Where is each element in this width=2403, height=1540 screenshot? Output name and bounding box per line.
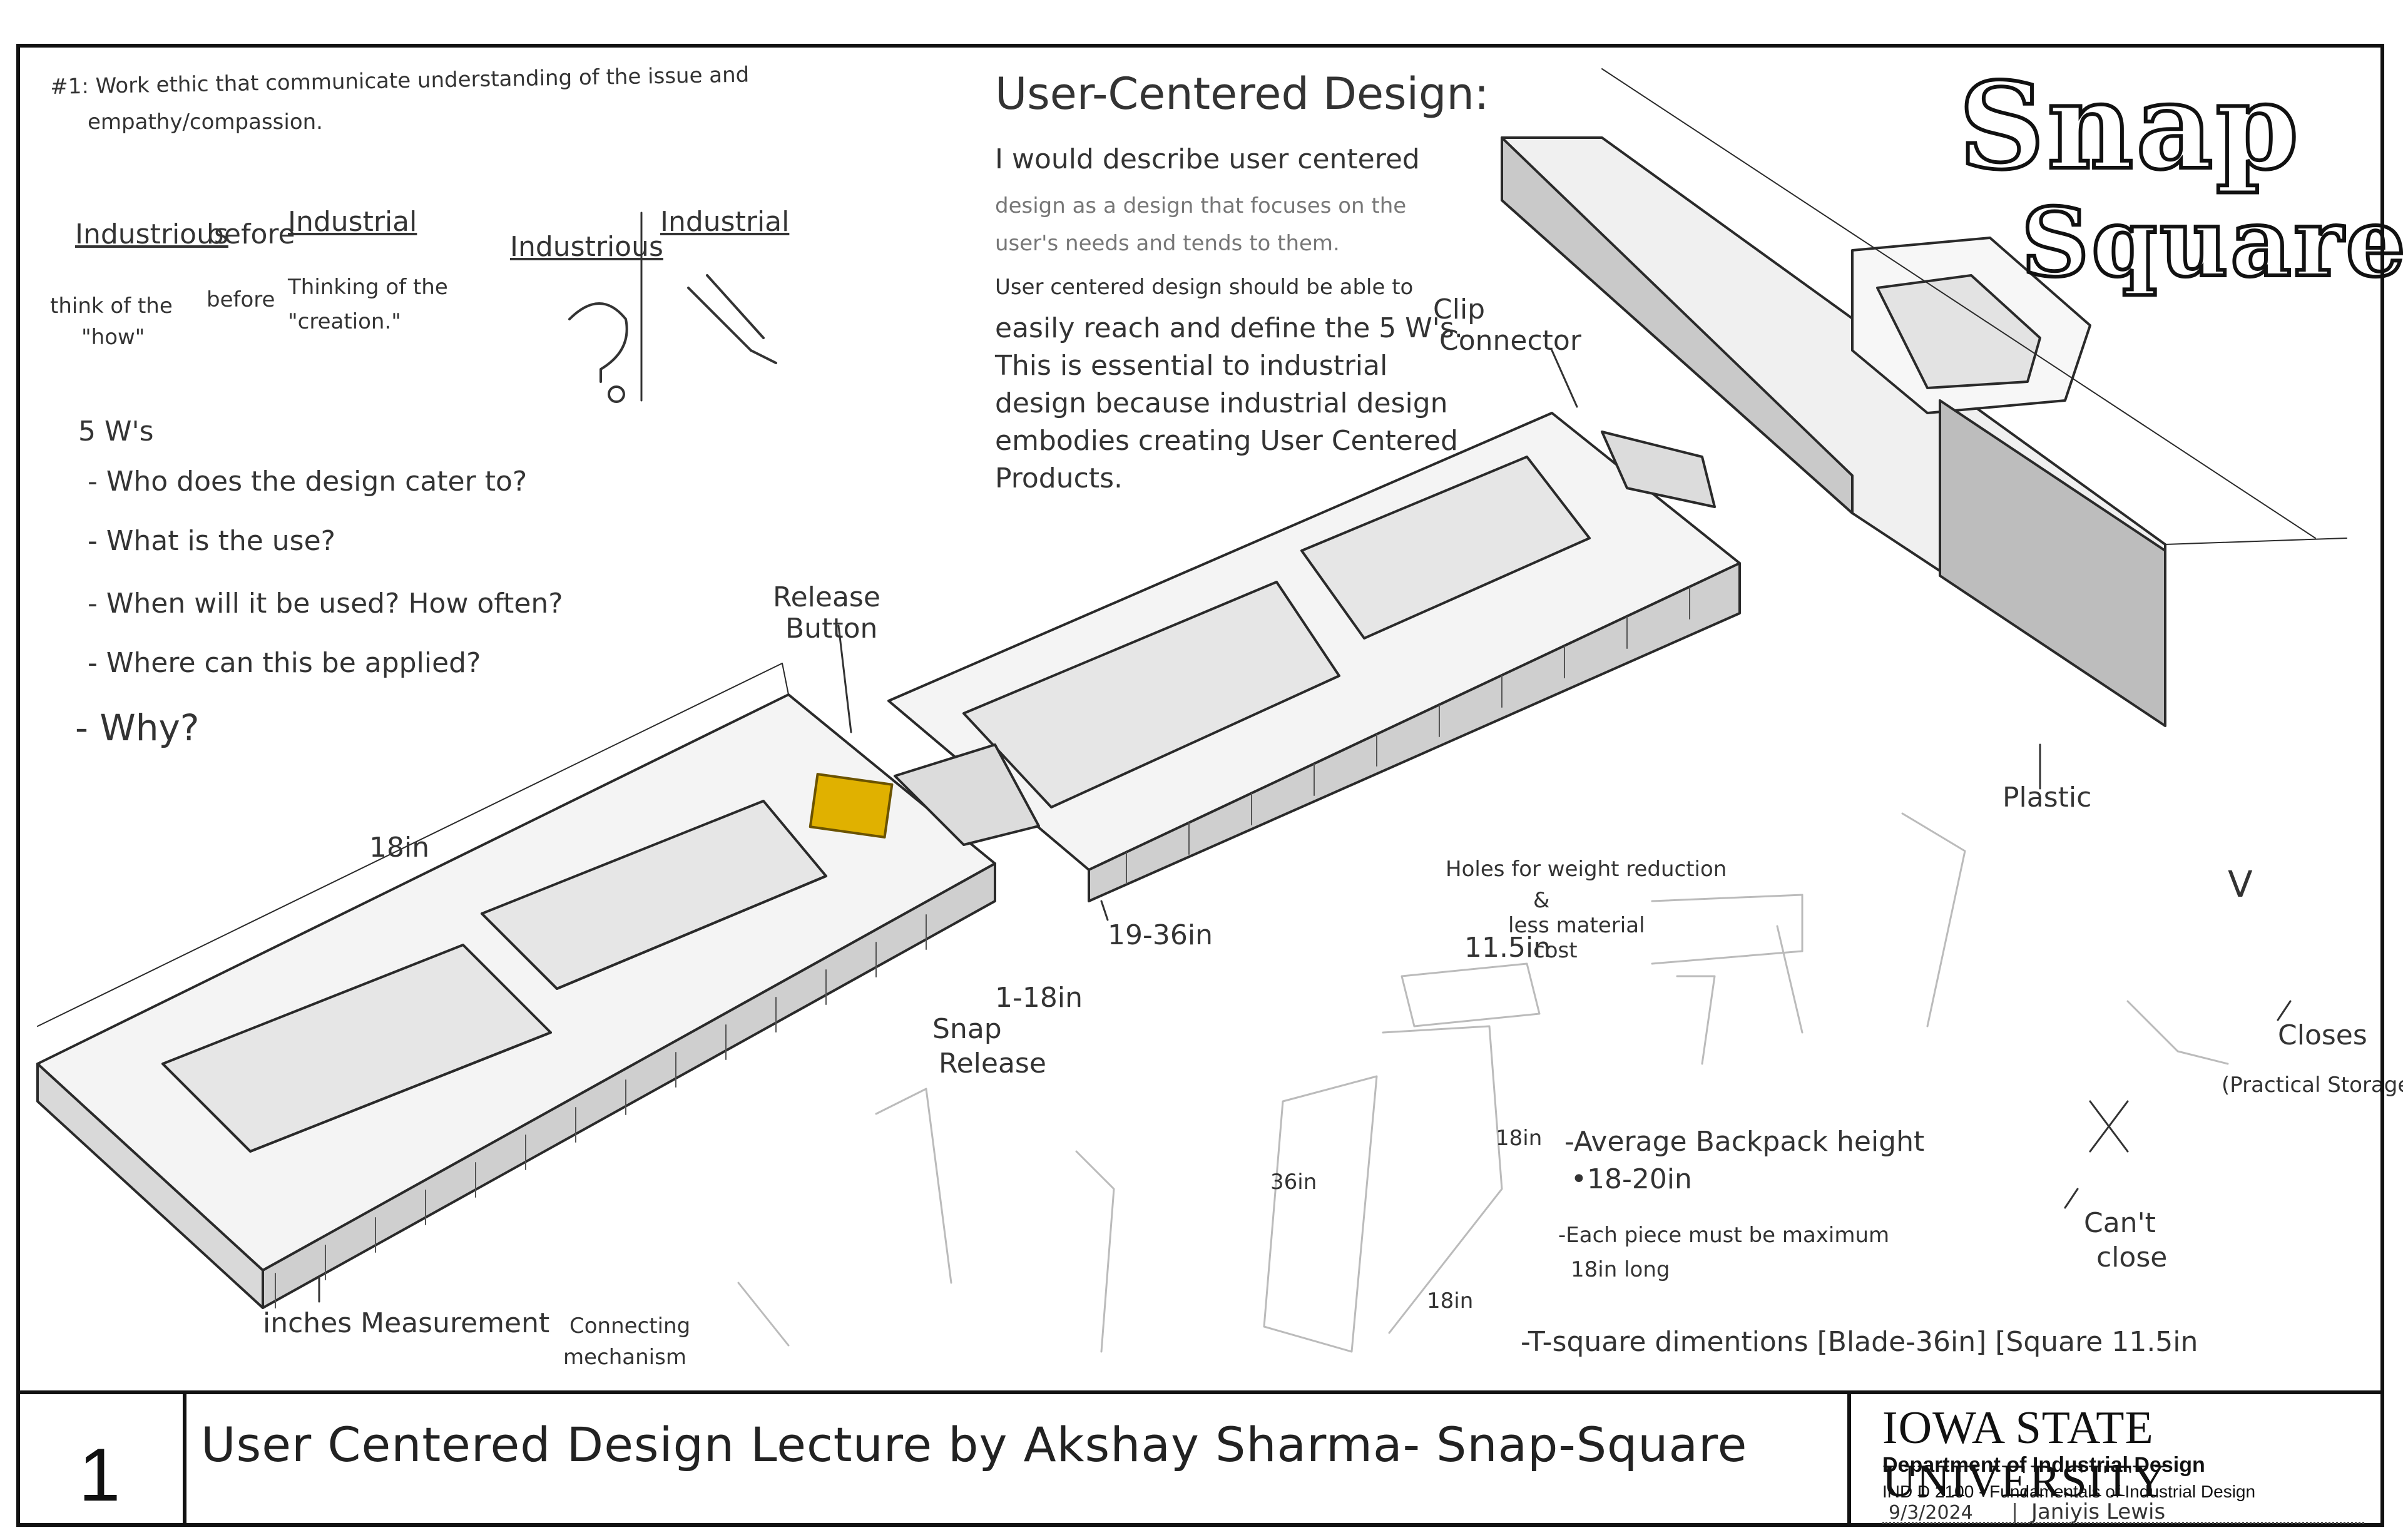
backpack-height-value: •18-20in	[1571, 1163, 1692, 1195]
dim-18in-label: 18in	[1496, 1126, 1543, 1151]
closes-label: Closes	[2278, 1019, 2367, 1051]
holes-label-1: Holes for weight reduction	[1446, 857, 1727, 882]
clip-connector-label-1: Clip	[1433, 293, 1486, 325]
inches-measurement-label: inches Measurement	[263, 1307, 550, 1339]
length-18in-label: 18in	[369, 832, 430, 864]
snap-square-piece-1	[36, 663, 996, 1309]
dim-18in-b-label: 18in	[1427, 1288, 1474, 1313]
ws-item-where: - Where can this be applied?	[88, 647, 481, 679]
sheet-number: 1	[16, 1394, 186, 1527]
question-icon	[568, 302, 628, 383]
ucd-line-7: design because industrial design	[995, 387, 1448, 419]
signature-line	[1882, 1522, 2364, 1524]
piece-length-label: -Each piece must be maximum	[1558, 1223, 1890, 1248]
plastic-label: Plastic	[2002, 782, 2092, 813]
release-button-label-2: Button	[785, 613, 878, 645]
clip-connector-label-2: Connector	[1439, 325, 1581, 357]
ucd-line-6: This is essential to industrial	[995, 350, 1388, 382]
snap-release-label-2: Release	[939, 1048, 1046, 1079]
course-name: IND D 2100 - Fundamentals of Industrial …	[1882, 1482, 2256, 1501]
backpack-height-label: -Average Backpack height	[1564, 1126, 1925, 1158]
sheet-title: User Centered Design Lecture by Akshay S…	[201, 1417, 1748, 1472]
five-ws-title: 5 W's	[78, 416, 154, 447]
before-label: before	[207, 218, 295, 250]
icon-industrious-label: Industrious	[510, 231, 663, 263]
think-how-1: think of the	[50, 293, 173, 319]
think-how-2: "how"	[81, 325, 145, 350]
ucd-line-1: I would describe user centered	[995, 143, 1420, 175]
ucd-line-8: embodies creating User Centered	[995, 425, 1458, 457]
length-19-36in-label: 19-36in	[1108, 919, 1213, 951]
university-name: IOWA STATE UNIVERSITY	[1882, 1402, 2166, 1507]
ucd-line-9: Products.	[995, 462, 1123, 494]
dim-11-5in-label: 11.5in	[1464, 932, 1551, 964]
snap-release-label-1: Snap	[932, 1013, 1002, 1045]
release-button-label-1: Release	[773, 581, 880, 613]
practical-storage-label: (Practical Storage)	[2222, 1073, 2403, 1098]
cant-close-label-1: Can't	[2084, 1207, 2156, 1239]
industrious-label: Industrious	[75, 218, 228, 250]
holes-label-4: cost	[1533, 938, 1578, 963]
ws-item-who: - Who does the design cater to?	[88, 466, 528, 497]
check-v-mark: V	[2228, 863, 2253, 905]
holes-label-3: less material	[1508, 913, 1645, 938]
release-button-icon	[809, 773, 894, 839]
connecting-mechanism-label-1: Connecting	[569, 1313, 691, 1339]
logo-snap: Snap	[1957, 54, 2302, 198]
author-name: Janiyis Lewis	[2031, 1499, 2166, 1524]
thinking-creation-2: "creation."	[288, 309, 401, 334]
department-name: Department of Industrial Design	[1882, 1453, 2205, 1477]
snap-square-piece-2	[887, 412, 1741, 902]
ws-item-what: - What is the use?	[88, 525, 336, 557]
thinking-creation-1: Thinking of the	[288, 275, 448, 300]
university-block: IOWA STATE UNIVERSITY Department of Indu…	[1847, 1394, 2380, 1527]
ucd-title: User-Centered Design:	[995, 68, 1489, 120]
icon-industrial-label: Industrial	[660, 206, 790, 238]
length-1-18in-label: 1-18in	[995, 982, 1083, 1014]
ucd-line-5: easily reach and define the 5 W's.	[995, 312, 1463, 344]
industrial-label: Industrial	[288, 206, 417, 238]
ws-item-why: - Why?	[75, 706, 200, 749]
sheet-border	[16, 44, 2384, 1527]
ucd-line-2: design as a design that focuses on the	[995, 193, 1407, 218]
logo-square: Square	[2019, 186, 2403, 300]
signature-separator	[2014, 1503, 2016, 1523]
holes-label-2: &	[1533, 888, 1550, 913]
tsquare-dimensions-label: -T-square dimentions [Blade-36in] [Squar…	[1521, 1326, 2198, 1358]
sheet-date: 9/3/2024	[1889, 1502, 1973, 1524]
piece-length-value: 18in long	[1571, 1257, 1670, 1282]
dim-36in-label: 36in	[1270, 1170, 1317, 1195]
ucd-line-3: user's needs and tends to them.	[995, 231, 1340, 256]
connecting-mechanism-label-2: mechanism	[563, 1345, 686, 1370]
ucd-line-4: User centered design should be able to	[995, 275, 1414, 300]
title-block: 1 User Centered Design Lecture by Akshay…	[16, 1390, 2384, 1527]
intro-line-2: empathy/compassion.	[88, 110, 323, 135]
before-label-2: before	[207, 287, 275, 312]
snap-square-head	[1501, 68, 2347, 727]
cant-close-label-2: close	[2096, 1242, 2168, 1273]
ws-item-when: - When will it be used? How often?	[88, 588, 563, 620]
